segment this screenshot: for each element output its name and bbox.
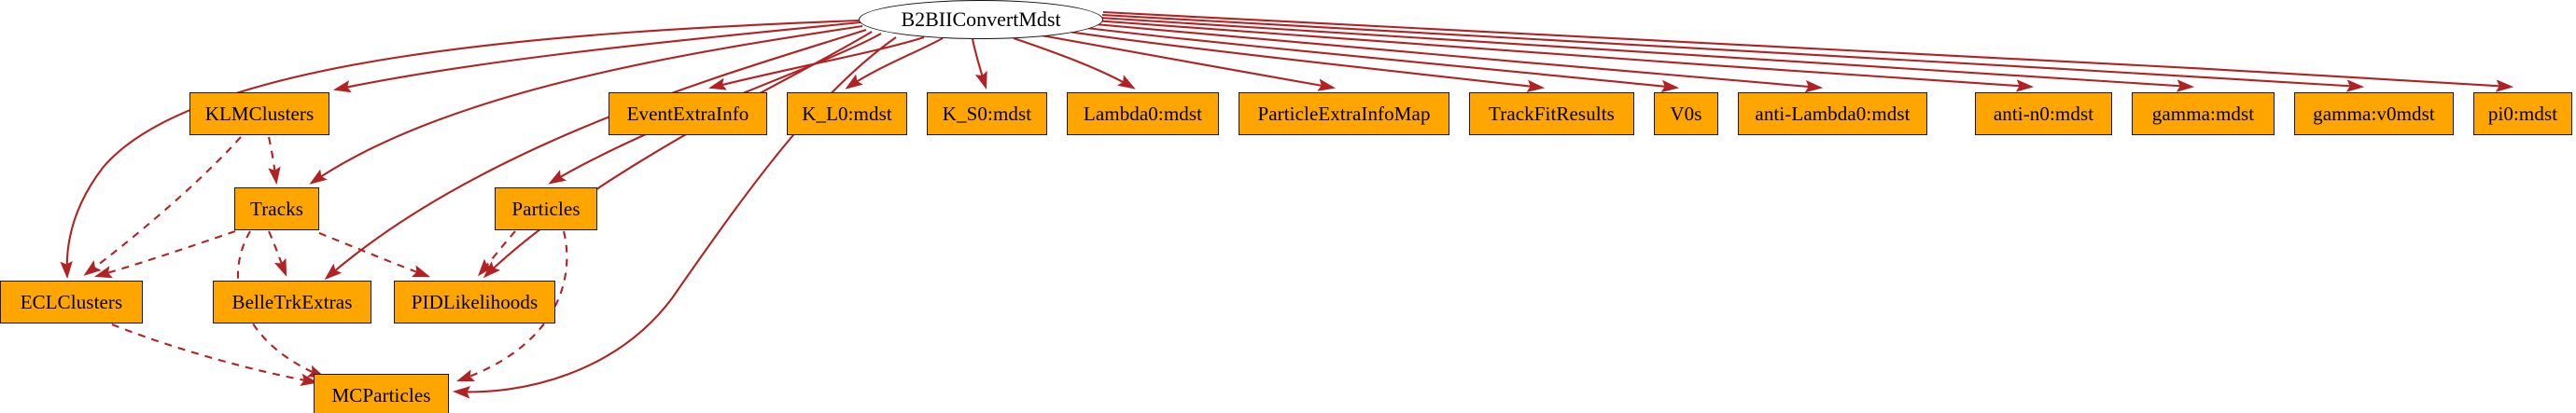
node-label: K_S0:mdst <box>942 102 1032 125</box>
node-label: anti-n0:mdst <box>1993 102 2094 125</box>
node-gamma-v0mdst[interactable]: gamma:v0mdst <box>2294 92 2454 135</box>
node-anti-lambda0-mdst[interactable]: anti-Lambda0:mdst <box>1738 92 1927 135</box>
node-label: ParticleExtraInfoMap <box>1257 102 1431 125</box>
node-label: gamma:v0mdst <box>2313 102 2435 125</box>
node-eventextrainfo[interactable]: EventExtraInfo <box>609 92 767 135</box>
node-pi0-mdst[interactable]: pi0:mdst <box>2473 92 2572 135</box>
node-label: K_L0:mdst <box>802 102 892 125</box>
node-eclclusters[interactable]: ECLClusters <box>0 281 143 324</box>
node-label: BelleTrkExtras <box>231 290 353 313</box>
node-label: ECLClusters <box>20 290 123 313</box>
node-label: anti-Lambda0:mdst <box>1755 102 1911 125</box>
node-label: MCParticles <box>331 383 431 406</box>
node-klmclusters[interactable]: KLMClusters <box>189 92 329 135</box>
node-particleextrainfomap[interactable]: ParticleExtraInfoMap <box>1239 92 1449 135</box>
node-label: B2BIIConvertMdst <box>901 7 1061 31</box>
node-label: Tracks <box>250 197 303 220</box>
node-k-l0-mdst[interactable]: K_L0:mdst <box>787 92 907 135</box>
node-label: pi0:mdst <box>2487 102 2558 125</box>
node-label: Particles <box>511 197 581 220</box>
node-tracks[interactable]: Tracks <box>234 187 319 230</box>
node-label: EventExtraInfo <box>626 102 749 125</box>
node-trackfitresults[interactable]: TrackFitResults <box>1469 92 1634 135</box>
node-pidlikelihoods[interactable]: PIDLikelihoods <box>394 281 555 324</box>
node-anti-n0-mdst[interactable]: anti-n0:mdst <box>1975 92 2112 135</box>
node-b2biiconvertmdst[interactable]: B2BIIConvertMdst <box>859 0 1103 39</box>
node-label: TrackFitResults <box>1489 102 1615 125</box>
node-belletrkextras[interactable]: BelleTrkExtras <box>213 281 371 324</box>
node-label: KLMClusters <box>204 102 315 125</box>
node-label: PIDLikelihoods <box>411 290 539 313</box>
dashed-edge-group <box>83 136 568 386</box>
node-particles[interactable]: Particles <box>495 187 597 230</box>
node-label: Lambda0:mdst <box>1083 102 1203 125</box>
solid-edge-group <box>60 10 2514 399</box>
node-k-s0-mdst[interactable]: K_S0:mdst <box>927 92 1047 135</box>
node-label: V0s <box>1670 102 1702 125</box>
node-lambda0-mdst[interactable]: Lambda0:mdst <box>1067 92 1219 135</box>
node-gamma-mdst[interactable]: gamma:mdst <box>2132 92 2275 135</box>
node-label: gamma:mdst <box>2151 102 2255 125</box>
node-v0s[interactable]: V0s <box>1654 92 1718 135</box>
node-mcparticles[interactable]: MCParticles <box>314 374 449 413</box>
